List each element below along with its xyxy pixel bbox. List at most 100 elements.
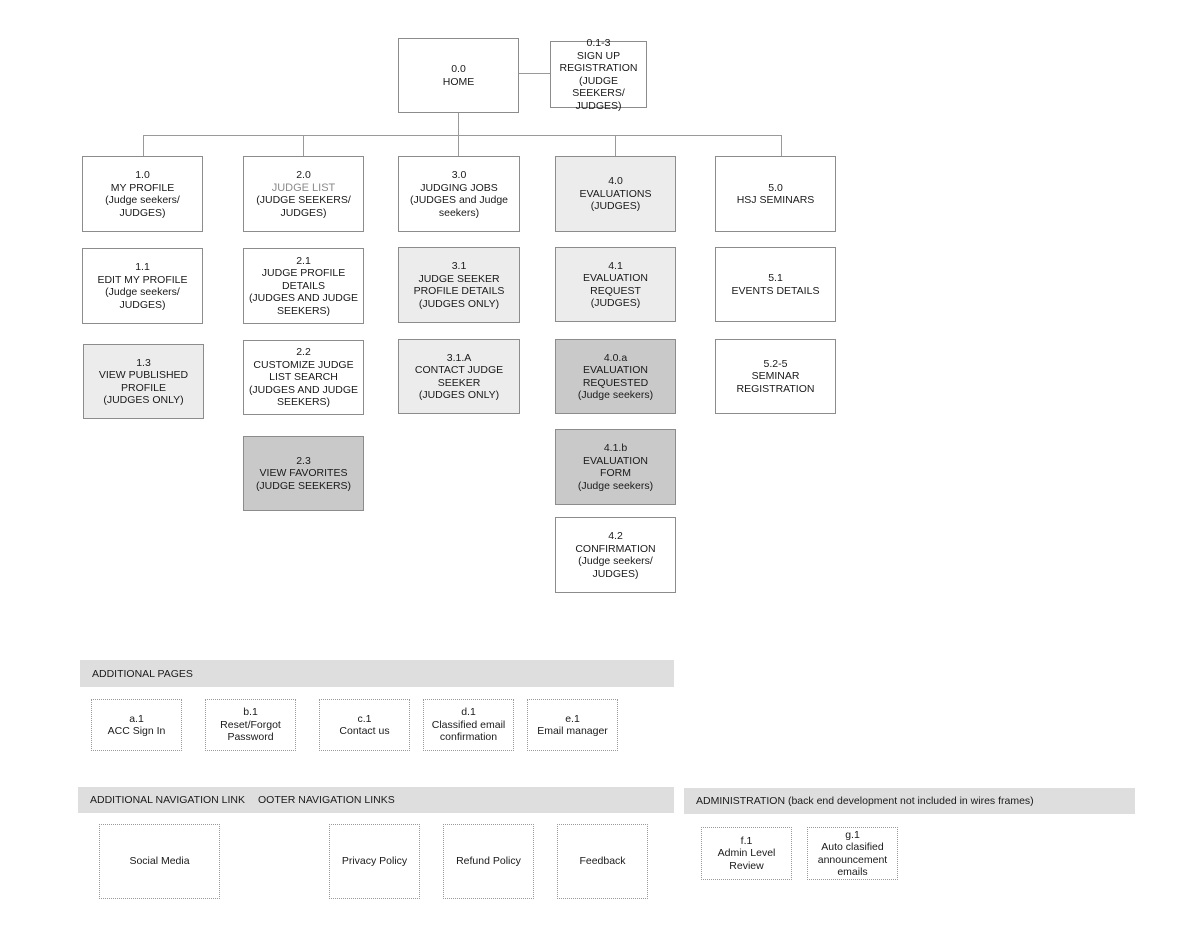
- connector-to-seminars: [781, 135, 782, 156]
- node-number: 0.0: [451, 63, 466, 75]
- connector-to-profile: [143, 135, 144, 156]
- node-number: 2.1: [296, 254, 311, 267]
- node-number: f.1: [740, 834, 753, 847]
- node-number: 2.2: [296, 346, 311, 359]
- node-evaluation-form: 4.1.b EVALUATION FORM (Judge seekers): [555, 429, 676, 505]
- node-label: Password: [227, 731, 274, 744]
- node-label: EVALUATIONS: [579, 187, 652, 200]
- node-contact-judge-seeker: 3.1.A CONTACT JUDGE SEEKER (JUDGES ONLY): [398, 339, 520, 414]
- node-label: REGISTRATION: [736, 382, 815, 395]
- node-number: c.1: [357, 712, 372, 725]
- node-label: REGISTRATION: [559, 62, 638, 74]
- node-label: Admin Level: [717, 847, 776, 860]
- node-events-details: 5.1 EVENTS DETAILS: [715, 247, 836, 322]
- node-label: SEMINAR: [751, 370, 800, 383]
- node-label: LIST SEARCH: [269, 371, 338, 384]
- node-audience: (Judge seekers): [577, 479, 654, 492]
- node-number: 2.3: [296, 454, 311, 467]
- node-number: b.1: [243, 706, 258, 719]
- node-label: SIGN UP: [576, 49, 621, 62]
- node-audience: (JUDGES): [590, 297, 641, 309]
- node-audience: (Judge seekers/: [105, 286, 180, 298]
- node-number: 1.1: [135, 261, 150, 273]
- node-label: Auto clasified: [821, 841, 884, 853]
- node-label: JUDGE SEEKER: [418, 272, 500, 285]
- node-audience: JUDGES): [280, 206, 327, 219]
- node-judge-profile-details: 2.1 JUDGE PROFILE DETAILS (JUDGES AND JU…: [243, 248, 364, 324]
- node-label: Feedback: [579, 855, 626, 868]
- node-feedback: Feedback: [557, 824, 648, 899]
- node-seminar-registration: 5.2-5 SEMINAR REGISTRATION: [715, 339, 836, 414]
- connector-to-evaluations: [615, 135, 616, 156]
- node-number: 2.0: [296, 169, 311, 181]
- node-number: 3.1.A: [446, 351, 472, 364]
- node-audience: JUDGES): [575, 99, 622, 112]
- node-audience: JUDGES): [119, 298, 166, 311]
- node-label: JUDGE LIST: [271, 181, 336, 194]
- node-social-media: Social Media: [99, 824, 220, 899]
- node-evaluations: 4.0 EVALUATIONS (JUDGES): [555, 156, 676, 232]
- connector-home-down: [458, 113, 459, 135]
- node-label: CONTACT JUDGE: [414, 364, 504, 376]
- node-audience: SEEKERS): [276, 396, 331, 409]
- node-audience: (JUDGES and Judge: [409, 194, 509, 206]
- node-label: EVALUATION: [583, 272, 648, 284]
- node-audience: (JUDGES): [590, 200, 641, 213]
- node-audience: (JUDGES ONLY): [418, 297, 500, 310]
- node-number: 0.1-3: [586, 37, 611, 49]
- node-label: PROFILE: [121, 381, 166, 394]
- node-label: JUDGE PROFILE: [261, 267, 346, 280]
- node-label: ACC Sign In: [107, 725, 166, 737]
- node-evaluation-request: 4.1 EVALUATION REQUEST (JUDGES): [555, 247, 676, 322]
- node-label: Contact us: [339, 725, 390, 737]
- node-label: Reset/Forgot: [220, 718, 281, 731]
- node-label: announcement: [817, 853, 888, 866]
- node-label: CONFIRMATION: [575, 542, 656, 555]
- node-number: d.1: [461, 706, 476, 719]
- node-reset-forgot-password: b.1 Reset/Forgot Password: [205, 699, 296, 751]
- node-label: emails: [837, 866, 868, 878]
- node-number: 4.1: [608, 259, 623, 272]
- node-audience: JUDGES): [119, 206, 166, 219]
- node-label: EVENTS DETAILS: [731, 284, 820, 297]
- node-audience: JUDGES): [592, 567, 639, 580]
- node-label: EDIT MY PROFILE: [97, 273, 188, 286]
- node-audience: (Judge seekers/: [578, 555, 653, 567]
- node-label: Review: [729, 859, 764, 872]
- node-number: a.1: [129, 712, 144, 725]
- node-label: Privacy Policy: [341, 855, 408, 868]
- node-label: PROFILE DETAILS: [413, 285, 505, 297]
- node-number: 4.0.a: [603, 351, 628, 364]
- node-label: EVALUATION: [583, 364, 648, 376]
- node-audience: (Judge seekers): [577, 389, 654, 401]
- node-audience: SEEKERS): [276, 304, 331, 317]
- node-signup-registration: 0.1-3 SIGN UP REGISTRATION (JUDGE SEEKER…: [550, 37, 647, 112]
- node-audience: (JUDGE SEEKERS): [255, 479, 352, 492]
- node-label: REQUEST: [590, 284, 641, 297]
- node-confirmation: 4.2 CONFIRMATION (Judge seekers/ JUDGES): [555, 517, 676, 593]
- node-number: 3.0: [451, 169, 467, 181]
- connector-to-jobs: [458, 135, 459, 156]
- node-evaluation-requested: 4.0.a EVALUATION REQUESTED (Judge seeker…: [555, 339, 676, 414]
- node-label: VIEW FAVORITES: [259, 467, 348, 480]
- node-label: Classified email: [431, 718, 506, 731]
- node-audience: (Judge seekers/: [105, 194, 180, 206]
- node-label: FORM: [600, 467, 631, 479]
- node-number: 5.0: [768, 181, 783, 194]
- node-label: HSJ SEMINARS: [736, 194, 815, 206]
- node-number: g.1: [845, 828, 860, 841]
- node-label: Refund Policy: [456, 855, 521, 868]
- node-label: MY PROFILE: [110, 181, 175, 194]
- additional-navigation-header: ADDITIONAL NAVIGATION LINK: [78, 787, 256, 813]
- node-label: SEEKER: [437, 376, 481, 389]
- node-refund-policy: Refund Policy: [443, 824, 534, 899]
- node-auto-classified-announcement-emails: g.1 Auto clasified announcement emails: [807, 827, 898, 880]
- node-customize-judge-list-search: 2.2 CUSTOMIZE JUDGE LIST SEARCH (JUDGES …: [243, 340, 364, 415]
- node-audience: (JUDGE SEEKERS/: [256, 194, 351, 206]
- node-contact-us: c.1 Contact us: [319, 699, 410, 751]
- node-home: 0.0 HOME: [398, 38, 519, 113]
- node-audience: (JUDGES AND JUDGE: [248, 292, 359, 305]
- node-label: DETAILS: [282, 279, 325, 292]
- node-number: 4.1.b: [603, 442, 628, 454]
- node-audience: (JUDGE SEEKERS/: [572, 74, 625, 100]
